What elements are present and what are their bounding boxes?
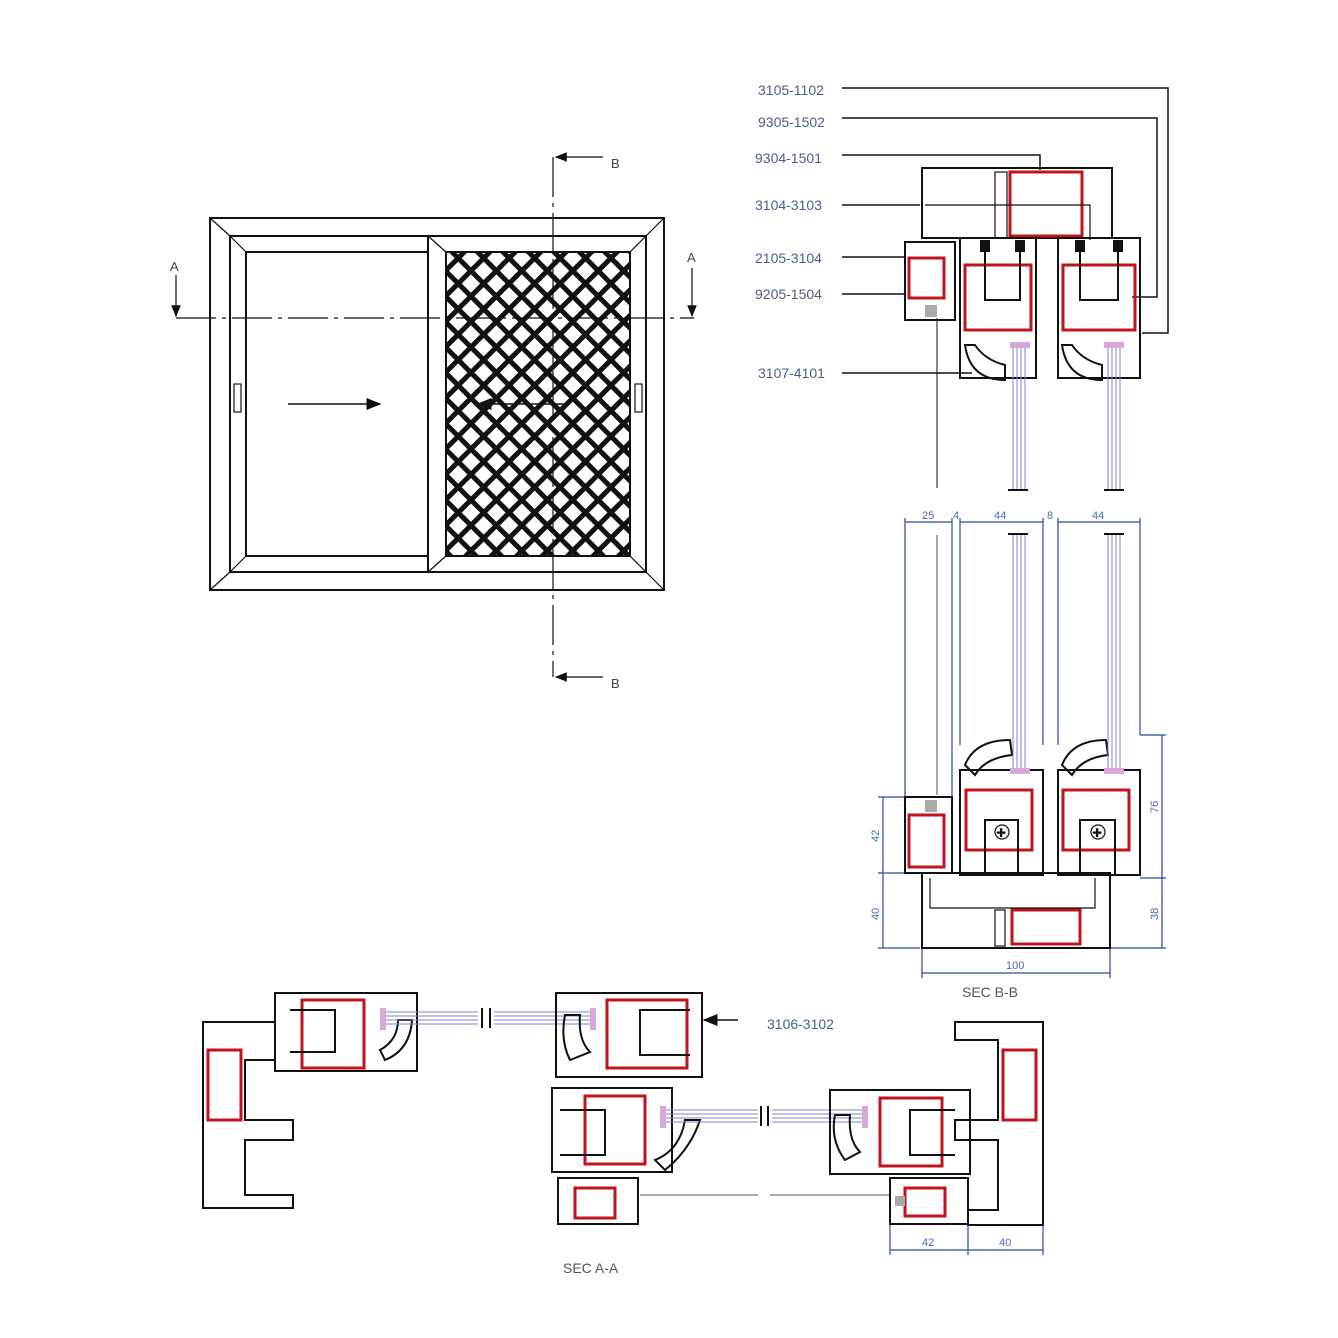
glazing (386, 1008, 590, 1028)
profile-label: 3105-1102 (758, 82, 824, 98)
section-b-label: B (611, 676, 620, 691)
section-bb-sill: 25 4 44 8 44 42 40 76 38 100 SEC B-B ✚ (870, 510, 1166, 1000)
front-elevation: A A B B (170, 152, 697, 691)
svg-text:✚: ✚ (1092, 826, 1102, 840)
svg-text:✚: ✚ (996, 826, 1006, 840)
dimension-lines (889, 1225, 1044, 1255)
sash-profile: ✚ (959, 533, 1044, 876)
dimension-label: 38 (1149, 908, 1161, 920)
outer-frame (209, 217, 665, 591)
glazing (1008, 342, 1124, 491)
right-sash-screen (427, 235, 647, 573)
dimension-label: 40 (999, 1237, 1011, 1249)
dimension-lines (878, 518, 1166, 978)
dimension-label: 8 (1047, 510, 1053, 522)
glazing (666, 1106, 864, 1126)
section-title: SEC B-B (962, 984, 1018, 1000)
profile-label: 9205-1504 (755, 286, 822, 302)
section-a-label: A (170, 259, 179, 274)
leader-lines (842, 87, 1169, 488)
profile-label: 9304-1501 (755, 150, 822, 166)
profile-label: 3104-3103 (755, 197, 822, 213)
left-sash (229, 235, 429, 573)
dimension-label: 4 (953, 510, 959, 522)
handle-icon (634, 383, 643, 413)
section-line-a: A A (170, 250, 697, 319)
dimension-label: 25 (922, 510, 934, 522)
dimension-label: 100 (1006, 960, 1024, 972)
section-b-label: B (611, 156, 620, 171)
dimension-label: 40 (870, 908, 882, 920)
section-aa: 3106-3102 42 40 (202, 992, 1044, 1276)
dimension-label: 42 (922, 1237, 934, 1249)
handle-icon (233, 383, 242, 413)
profile-label: 2105-3104 (755, 250, 822, 266)
dimension-label: 42 (870, 830, 882, 842)
profile-label: 3106-3102 (767, 1016, 834, 1032)
section-title: SEC A-A (563, 1260, 619, 1276)
section-a-label: A (687, 250, 696, 265)
sash-profile: ✚ (1057, 533, 1141, 876)
profile-label: 9305-1502 (758, 114, 825, 130)
reinforcement (1008, 170, 1084, 238)
section-bb-head: 3105-1102 9305-1502 9304-1501 3104-3103 … (755, 82, 1169, 491)
dimension-label: 44 (1092, 510, 1104, 522)
dimension-label: 44 (994, 510, 1006, 522)
section-line-b: B B (552, 152, 620, 691)
dimension-label: 76 (1149, 801, 1161, 813)
profile-label: 3107-4101 (758, 365, 825, 381)
